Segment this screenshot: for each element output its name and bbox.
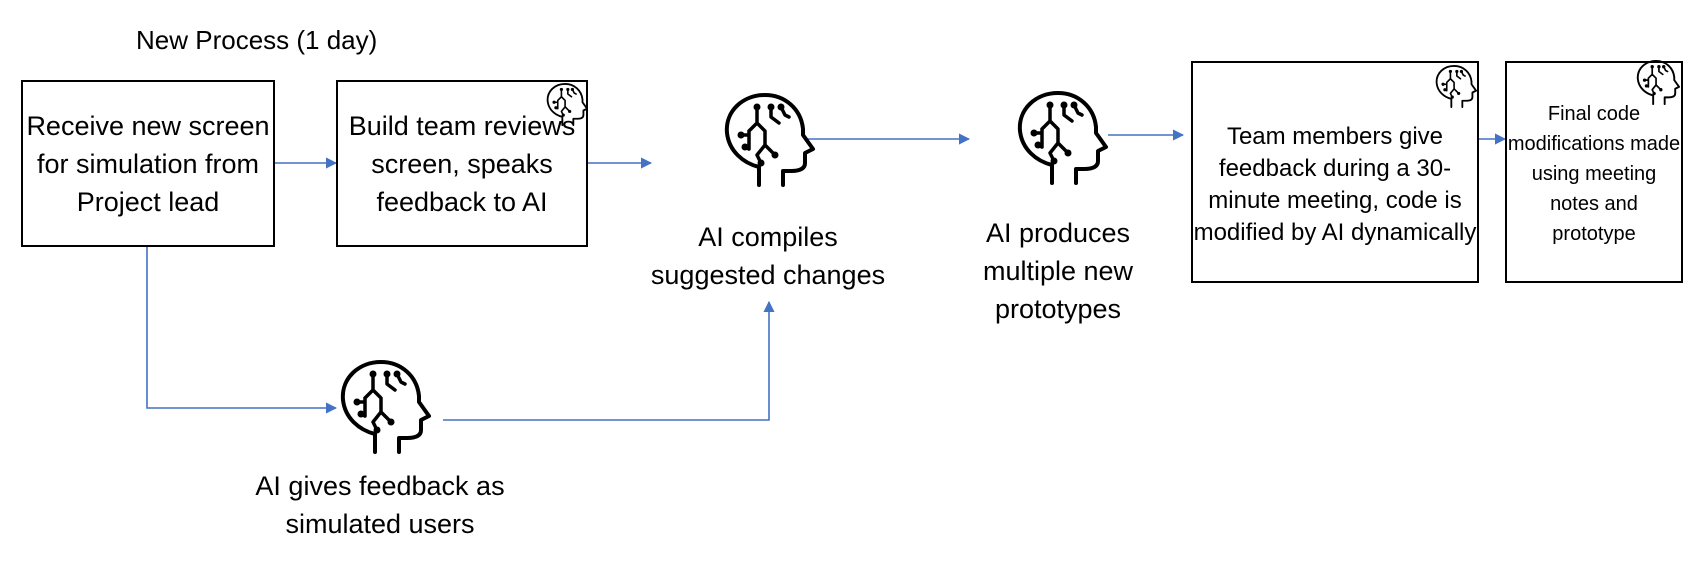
ai-head-icon: [1636, 60, 1680, 106]
step-ai-compiles-label: AI compiles suggested changes: [650, 222, 886, 290]
step-receive-new-screen: Receive new screen for simulation from P…: [21, 80, 275, 247]
step-final-label: Final code modifications made using meet…: [1507, 103, 1681, 245]
step-ai-produces-label: AI produces multiple new prototypes: [982, 218, 1134, 324]
connector-gives-to-compiles: [443, 300, 775, 421]
ai-head-icon: [724, 93, 815, 187]
ai-head-icon: [546, 82, 588, 127]
step-build-label: Build team reviews screen, speaks feedba…: [348, 110, 576, 217]
step-team-feedback-meeting: Team members give feedback during a 30-m…: [1191, 61, 1479, 283]
connector-receive-to-gives: [146, 247, 338, 414]
step-receive-label: Receive new screen for simulation from P…: [26, 110, 270, 217]
ai-head-icon: [1017, 91, 1108, 185]
ai-head-icon: [1435, 64, 1477, 109]
ai-head-icon: [340, 360, 431, 454]
diagram-title: New Process (1 day): [136, 25, 378, 55]
step-ai-gives-feedback-label: AI gives feedback as simulated users: [255, 471, 505, 539]
step-team-label: Team members give feedback during a 30-m…: [1193, 123, 1477, 246]
step-build-team-reviews: Build team reviews screen, speaks feedba…: [336, 80, 588, 247]
